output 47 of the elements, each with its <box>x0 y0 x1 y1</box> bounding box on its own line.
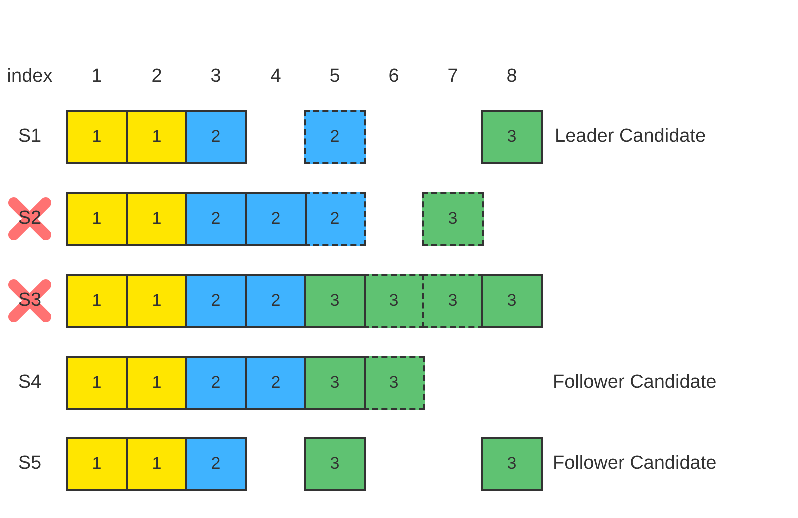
row-label: S4 <box>18 372 42 394</box>
log-entry: 2 <box>245 192 307 246</box>
log-entry: 2 <box>245 274 307 328</box>
log-entry: 1 <box>126 110 188 164</box>
uncommitted-log-entry: 2 <box>304 192 366 246</box>
column-header: 8 <box>506 66 518 88</box>
column-header: 7 <box>448 66 458 88</box>
log-entry: 3 <box>304 356 366 410</box>
log-entry: 1 <box>66 437 128 491</box>
log-entry: 1 <box>126 356 188 410</box>
log-entry: 2 <box>245 356 307 410</box>
column-header: 3 <box>210 66 222 88</box>
log-entry: 3 <box>304 274 366 328</box>
log-entry: 3 <box>481 437 543 491</box>
column-header: 1 <box>92 66 102 88</box>
uncommitted-log-entry: 3 <box>363 274 425 328</box>
column-header: 4 <box>270 66 282 88</box>
column-header: 5 <box>330 66 340 88</box>
column-header: index <box>7 66 53 88</box>
log-entry: 1 <box>126 437 188 491</box>
log-entry: 1 <box>66 356 128 410</box>
column-header: 2 <box>152 66 162 88</box>
uncommitted-log-entry: 3 <box>422 192 484 246</box>
log-entry: 3 <box>304 437 366 491</box>
log-entry: 2 <box>185 110 247 164</box>
row-label: S1 <box>18 126 42 148</box>
status-label: Follower Candidate <box>553 453 717 475</box>
column-header: 6 <box>388 66 400 88</box>
status-label: Leader Candidate <box>555 126 706 148</box>
log-entry: 3 <box>481 274 543 328</box>
log-entry: 2 <box>185 192 247 246</box>
uncommitted-log-entry: 3 <box>422 274 484 328</box>
log-entry: 3 <box>481 110 543 164</box>
log-entry: 1 <box>66 192 128 246</box>
log-entry: 2 <box>185 356 247 410</box>
log-entry: 1 <box>126 192 188 246</box>
log-entry: 1 <box>66 110 128 164</box>
row-label: S5 <box>18 453 42 475</box>
row-label: S3 <box>18 290 42 312</box>
uncommitted-log-entry: 2 <box>304 110 366 164</box>
log-entry: 2 <box>185 437 247 491</box>
log-entry: 1 <box>126 274 188 328</box>
status-label: Follower Candidate <box>553 372 717 394</box>
row-label: S2 <box>18 208 42 230</box>
log-entry: 2 <box>185 274 247 328</box>
uncommitted-log-entry: 3 <box>363 356 425 410</box>
log-entry: 1 <box>66 274 128 328</box>
